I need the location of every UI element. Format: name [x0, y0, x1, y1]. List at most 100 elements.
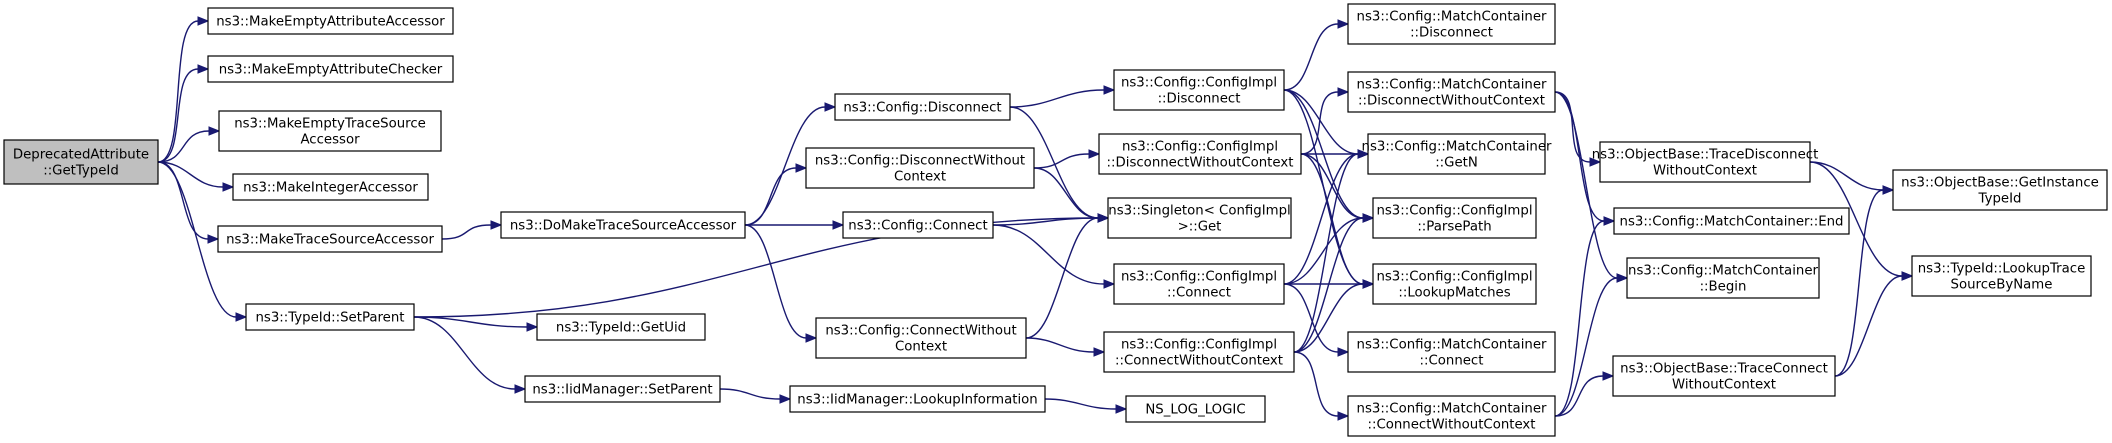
node-box — [1613, 207, 1850, 235]
node-box — [1372, 197, 1537, 239]
node-box — [1626, 257, 1820, 299]
node-mkIntAcc[interactable]: ns3::MakeIntegerAccessor — [232, 173, 429, 201]
edge-getTypeId-to-mkEmptyTraceSrc — [157, 126, 221, 163]
edge-obTraceConnectWoCtx-to-obGetInstanceTypeId — [1834, 185, 1895, 377]
edge-implDisconnect-to-implLookupMatches — [1283, 89, 1375, 289]
node-implLookupMatches[interactable]: ns3::Config::ConfigImpl::LookupMatches — [1372, 263, 1537, 305]
node-label: ns3::IidManager::SetParent — [532, 383, 712, 398]
edge-iidMgrSetParent-to-iidMgrLookupInfo — [719, 388, 792, 404]
node-box — [815, 317, 1027, 359]
node-implParsePath[interactable]: ns3::Config::ConfigImpl::ParsePath — [1372, 197, 1537, 239]
node-mkEmptyAttrChk[interactable]: ns3::MakeEmptyAttributeChecker — [207, 55, 454, 83]
edge-implDisconnectWoCtx-to-mcDisconnectWoCtx — [1300, 87, 1350, 155]
node-label: NS_LOG_LOGIC — [1145, 403, 1245, 418]
node-singletonGet[interactable]: ns3::Singleton< ConfigImpl >::Get — [1107, 197, 1292, 239]
node-box — [536, 313, 706, 341]
node-cfgConnect[interactable]: ns3::Config::Connect — [842, 211, 994, 239]
node-cfgDisconnectWoCtx[interactable]: ns3::Config::DisconnectWithoutContext — [805, 147, 1035, 189]
node-box — [789, 385, 1046, 413]
node-box — [232, 173, 429, 201]
node-mkEmptyAttrAcc[interactable]: ns3::MakeEmptyAttributeAccessor — [207, 7, 454, 35]
node-label: ns3::Config::ConfigImpl — [1376, 270, 1532, 285]
node-obTraceDisconnectWoCtx[interactable]: ns3::ObjectBase::TraceDisconnectWithoutC… — [1592, 141, 1819, 183]
node-box — [1892, 169, 2108, 211]
node-box — [524, 375, 721, 403]
node-label: ::DisconnectWithoutContext — [1107, 156, 1294, 171]
edge-typeIdSetParent-to-typeIdGetUid — [413, 316, 539, 332]
node-doMakeTraceSrcAcc[interactable]: ns3::DoMakeTraceSourceAccessor — [500, 211, 746, 239]
node-box — [1372, 263, 1537, 305]
node-iidMgrLookupInfo[interactable]: ns3::IidManager::LookupInformation — [789, 385, 1046, 413]
node-box — [245, 303, 415, 331]
edge-cfgConnect-to-implConnect — [992, 224, 1116, 289]
edge-doMakeTraceSrcAcc-to-cfgDisconnect — [744, 102, 837, 226]
node-box — [1911, 255, 2092, 297]
edge-implConnect-to-mcConnect — [1283, 283, 1350, 357]
node-box — [1347, 331, 1556, 373]
edge-implDisconnect-to-mcDisconnect — [1283, 19, 1350, 91]
node-mcBegin[interactable]: ns3::Config::MatchContainer::Begin — [1626, 257, 1820, 299]
node-mcConnectWoCtx[interactable]: ns3::Config::MatchContainer::ConnectWith… — [1347, 395, 1556, 437]
node-cfgConnectWoCtx[interactable]: ns3::Config::ConnectWithoutContext — [815, 317, 1027, 359]
node-label: SourceByName — [1951, 278, 2053, 293]
node-mcConnect[interactable]: ns3::Config::MatchContainer::Connect — [1347, 331, 1556, 373]
node-mcEnd[interactable]: ns3::Config::MatchContainer::End — [1613, 207, 1850, 235]
edge-doMakeTraceSrcAcc-to-cfgConnectWoCtx — [744, 224, 818, 343]
node-getTypeId[interactable]: DeprecatedAttribute::GetTypeId — [3, 139, 159, 185]
node-label: ns3::Config::ConfigImpl — [1121, 338, 1277, 353]
node-box — [217, 225, 443, 253]
node-label: ns3::TypeId::LookupTrace — [1918, 262, 2086, 277]
node-iidMgrSetParent[interactable]: ns3::IidManager::SetParent — [524, 375, 721, 403]
node-label: TypeId — [1978, 192, 2022, 207]
node-nsLogLogic[interactable]: NS_LOG_LOGIC — [1125, 395, 1266, 423]
node-cfgDisconnect[interactable]: ns3::Config::Disconnect — [834, 93, 1011, 121]
node-label: DeprecatedAttribute — [13, 148, 149, 163]
node-label: ns3::ObjectBase::TraceConnect — [1620, 362, 1828, 377]
node-implConnectWoCtx[interactable]: ns3::Config::ConfigImpl::ConnectWithoutC… — [1103, 331, 1295, 373]
node-label: ns3::Config::MatchContainer — [1357, 10, 1547, 25]
node-mcGetN[interactable]: ns3::Config::MatchContainer::GetN — [1362, 133, 1552, 175]
node-mkTraceSrcAcc[interactable]: ns3::MakeTraceSourceAccessor — [217, 225, 443, 253]
edge-mcConnectWoCtx-to-mcBegin — [1554, 273, 1629, 417]
node-box — [1107, 197, 1292, 239]
edge-implConnectWoCtx-to-implLookupMatches — [1293, 279, 1375, 353]
node-label: ::Disconnect — [1158, 92, 1241, 107]
node-obTraceConnectWoCtx[interactable]: ns3::ObjectBase::TraceConnectWithoutCont… — [1612, 355, 1836, 397]
node-label: ::DisconnectWithoutContext — [1358, 94, 1545, 109]
node-implConnect[interactable]: ns3::Config::ConfigImpl::Connect — [1113, 263, 1285, 305]
node-box — [207, 7, 454, 35]
node-box — [500, 211, 746, 239]
node-label: ::Connect — [1420, 354, 1484, 369]
node-implDisconnect[interactable]: ns3::Config::ConfigImpl::Disconnect — [1113, 69, 1285, 111]
edge-cfgConnectWoCtx-to-implConnectWoCtx — [1025, 337, 1106, 357]
node-mcDisconnect[interactable]: ns3::Config::MatchContainer::Disconnect — [1347, 3, 1556, 45]
node-label: ns3::Singleton< ConfigImpl — [1108, 204, 1290, 219]
edge-implConnectWoCtx-to-mcConnectWoCtx — [1293, 351, 1350, 421]
node-label: ::GetTypeId — [43, 164, 119, 179]
node-label: ::Connect — [1167, 286, 1231, 301]
node-box — [1098, 133, 1302, 175]
node-label: ns3::TypeId::SetParent — [255, 311, 404, 326]
node-typeIdSetParent[interactable]: ns3::TypeId::SetParent — [245, 303, 415, 331]
node-label: ns3::Config::DisconnectWithout — [815, 154, 1025, 169]
edge-implDisconnectWoCtx-to-implParsePath — [1300, 153, 1375, 223]
node-label: ::LookupMatches — [1398, 286, 1510, 301]
node-typeIdGetUid[interactable]: ns3::TypeId::GetUid — [536, 313, 706, 341]
node-label: WithoutContext — [1672, 378, 1776, 393]
node-mcDisconnectWoCtx[interactable]: ns3::Config::MatchContainer::DisconnectW… — [1347, 71, 1556, 113]
node-label: ns3::Config::ConfigImpl — [1376, 204, 1532, 219]
node-box — [1103, 331, 1295, 373]
node-label: ns3::MakeEmptyAttributeChecker — [219, 63, 443, 78]
node-box — [1612, 355, 1836, 397]
node-label: ns3::Config::MatchContainer — [1628, 264, 1818, 279]
edge-mcDisconnectWoCtx-to-mcBegin — [1554, 91, 1629, 283]
edge-getTypeId-to-typeIdSetParent — [157, 161, 248, 322]
node-label: ns3::Config::ConnectWithout — [825, 324, 1016, 339]
edge-getTypeId-to-mkIntAcc — [157, 161, 235, 192]
node-box — [1599, 141, 1811, 183]
node-implDisconnectWoCtx[interactable]: ns3::Config::ConfigImpl::DisconnectWitho… — [1098, 133, 1302, 175]
node-label: Context — [895, 340, 947, 355]
